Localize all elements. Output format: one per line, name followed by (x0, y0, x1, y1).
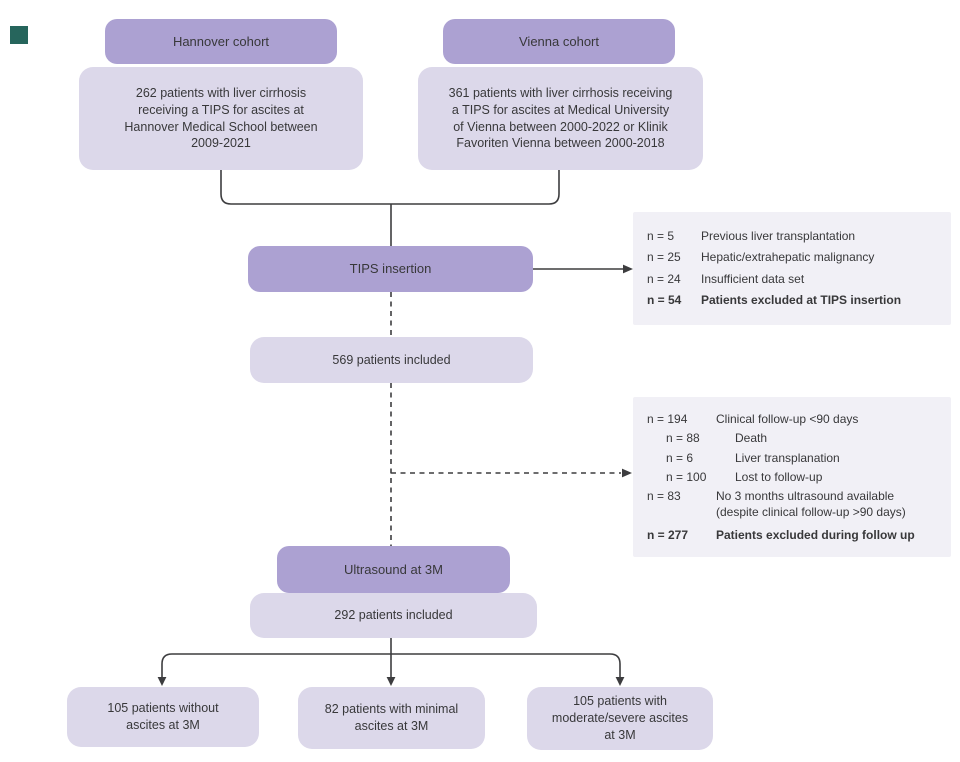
outcome-no-ascites-box: 105 patients without ascites at 3M (67, 687, 259, 747)
exclusion-label: Lost to follow-up (735, 470, 823, 485)
arrowhead-exclusion-1 (623, 264, 633, 274)
included-292-box: 292 patients included (250, 593, 537, 638)
exclusion-count: n = 83 (647, 489, 681, 504)
exclusion-row: n = 25 Hepatic/extrahepatic malignancy (647, 250, 941, 265)
exclusion-subrow: n = 100 Lost to follow-up (666, 470, 941, 485)
exclusion-subrow: n = 6 Liver transplanation (666, 451, 941, 466)
exclusion-count: n = 25 (647, 250, 681, 265)
exclusion-label: Patients excluded at TIPS insertion (701, 293, 902, 308)
hannover-cohort-box: 262 patients with liver cirrhosis receiv… (79, 67, 363, 170)
outcome-branch-line (161, 653, 621, 677)
arrowhead-exclusion-2 (622, 468, 632, 478)
exclusion-row: n = 24 Insufficient data set (647, 272, 941, 287)
arrowhead-outcome-left (157, 677, 167, 686)
exclusion-row: n = 83 No 3 months ultrasound available … (647, 489, 941, 520)
exclusion-count: n = 88 (666, 431, 700, 446)
exclusion-row: n = 194 Clinical follow-up <90 days (647, 412, 941, 427)
vienna-cohort-header: Vienna cohort (443, 19, 675, 64)
exclusion-count: n = 5 (647, 229, 675, 243)
vienna-cohort-box: 361 patients with liver cirrhosis receiv… (418, 67, 703, 170)
exclusion-label: Liver transplanation (735, 450, 840, 465)
exclusion-panel-tips: n = 5 Previous liver transplantation n =… (633, 212, 951, 325)
cohort-merge-line (220, 170, 560, 205)
outcome-minimal-ascites-box: 82 patients with minimal ascites at 3M (298, 687, 485, 749)
exclusion-panel-followup: n = 194 Clinical follow-up <90 days n = … (633, 397, 951, 557)
exclusion-label: Patients excluded during follow up (716, 528, 915, 543)
included-569-box: 569 patients included (250, 337, 533, 383)
arrowhead-outcome-right (615, 677, 625, 686)
exclusion-count: n = 100 (666, 470, 707, 485)
exclusion-label: No 3 months ultrasound available (despit… (716, 489, 906, 519)
exclusion-label: Death (735, 431, 768, 446)
exclusion-label: Previous liver transplantation (701, 229, 856, 243)
arrowhead-outcome-mid (386, 677, 396, 686)
exclusion-subrow: n = 88 Death (666, 431, 941, 446)
exclusion-count: n = 6 (666, 450, 694, 465)
tips-insertion-box: TIPS insertion (248, 246, 533, 292)
exclusion-total-row: n = 277 Patients excluded during follow … (647, 528, 941, 543)
exclusion-count: n = 194 (647, 412, 688, 426)
outcome-moderate-severe-ascites-box: 105 patients with moderate/severe ascite… (527, 687, 713, 750)
exclusion-row: n = 5 Previous liver transplantation (647, 229, 941, 244)
ultrasound-3m-box: Ultrasound at 3M (277, 546, 510, 593)
exclusion-count: n = 277 (647, 528, 689, 543)
hannover-cohort-header: Hannover cohort (105, 19, 337, 64)
exclusion-label: Hepatic/extrahepatic malignancy (701, 250, 875, 265)
corner-marker (10, 26, 28, 44)
exclusion-label: Insufficient data set (701, 271, 805, 286)
exclusion-total-row: n = 54 Patients excluded at TIPS inserti… (647, 293, 941, 308)
exclusion-label: Clinical follow-up <90 days (716, 412, 859, 426)
exclusion-count: n = 54 (647, 293, 682, 308)
exclusion-count: n = 24 (647, 271, 681, 286)
